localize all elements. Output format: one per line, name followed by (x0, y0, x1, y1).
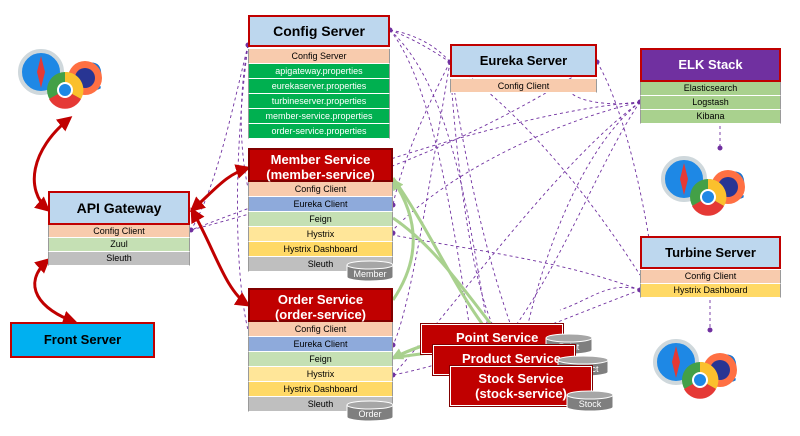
member-service-item: Hystrix Dashboard (248, 242, 393, 257)
order-service-item: Hystrix Dashboard (248, 382, 393, 397)
eureka-server-title: Eureka Server (450, 44, 597, 77)
database-icon: Stock (566, 390, 614, 412)
elk-stack-item: Kibana (640, 110, 781, 124)
database-icon: Member (346, 260, 394, 282)
member-service-item: Eureka Client (248, 197, 393, 212)
turbine-server-item: Hystrix Dashboard (640, 284, 781, 298)
chrome-icon (682, 361, 719, 399)
api-gateway-item: Config Client (48, 225, 190, 238)
config-server-item: eurekaserver.properties (248, 79, 390, 94)
config-server-title: Config Server (248, 15, 390, 47)
order-service-subtitle: (order-service) (274, 307, 367, 322)
member-service-subtitle: (member-service) (266, 167, 375, 182)
stock-service-subtitle: (stock-service) (475, 386, 567, 401)
config-server-item: turbineserver.properties (248, 94, 390, 109)
member-service-item: Hystrix (248, 227, 393, 242)
config-server-item: Config Server (248, 49, 390, 64)
member-service-title: Member Service (270, 152, 371, 167)
config-server-item: apigateway.properties (248, 64, 390, 79)
order-service-header: Order Service (order-service) (248, 288, 393, 322)
elk-stack-item: Elasticsearch (640, 82, 781, 96)
member-service-item: Feign (248, 212, 393, 227)
config-server-item: order-service.properties (248, 124, 390, 139)
config-server-item: member-service.properties (248, 109, 390, 124)
stock-db-label: Stock (578, 399, 602, 409)
browser-cluster-icon: e (661, 147, 746, 216)
front-server-box: Front Server (10, 322, 155, 358)
order-service-item: Hystrix (248, 367, 393, 382)
client-arrows (32, 116, 251, 326)
api-gateway-title: API Gateway (48, 191, 190, 225)
order-service-item: Feign (248, 352, 393, 367)
order-service-item: Config Client (248, 322, 393, 337)
api-gateway-item: Sleuth (48, 252, 190, 266)
browser-cluster-icon: e (653, 330, 738, 399)
browser-cluster-icon: e (18, 38, 103, 109)
elk-stack-title: ELK Stack (640, 48, 781, 82)
order-service-item: Eureka Client (248, 337, 393, 352)
order-service-title: Order Service (277, 292, 364, 307)
turbine-server-title: Turbine Server (640, 236, 781, 269)
member-db-label: Member (353, 269, 387, 279)
eureka-server-item: Config Client (450, 79, 597, 93)
order-db-label: Order (358, 409, 382, 419)
turbine-server-item: Config Client (640, 270, 781, 284)
elk-stack-item: Logstash (640, 96, 781, 110)
chrome-icon (47, 71, 84, 109)
member-service-item: Config Client (248, 182, 393, 197)
member-service-header: Member Service (member-service) (248, 148, 393, 182)
stock-service-box: Stock Service (stock-service) (449, 365, 593, 407)
api-gateway-item: Zuul (48, 238, 190, 252)
database-icon: Order (346, 400, 394, 422)
stock-service-title: Stock Service (478, 371, 564, 386)
chrome-icon (690, 178, 727, 216)
